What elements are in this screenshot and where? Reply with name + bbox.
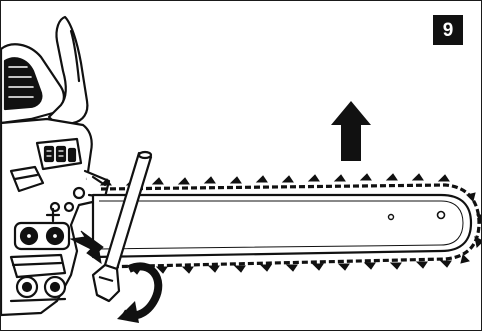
guide-bar-icon bbox=[91, 193, 473, 259]
up-arrow-icon bbox=[331, 101, 371, 161]
rotate-clockwise-arrow-icon bbox=[117, 262, 163, 323]
push-arrow-icon bbox=[69, 230, 104, 265]
chainsaw-body-icon bbox=[1, 15, 111, 317]
screwdriver-icon bbox=[91, 150, 153, 303]
step-number-badge: 9 bbox=[433, 15, 463, 45]
